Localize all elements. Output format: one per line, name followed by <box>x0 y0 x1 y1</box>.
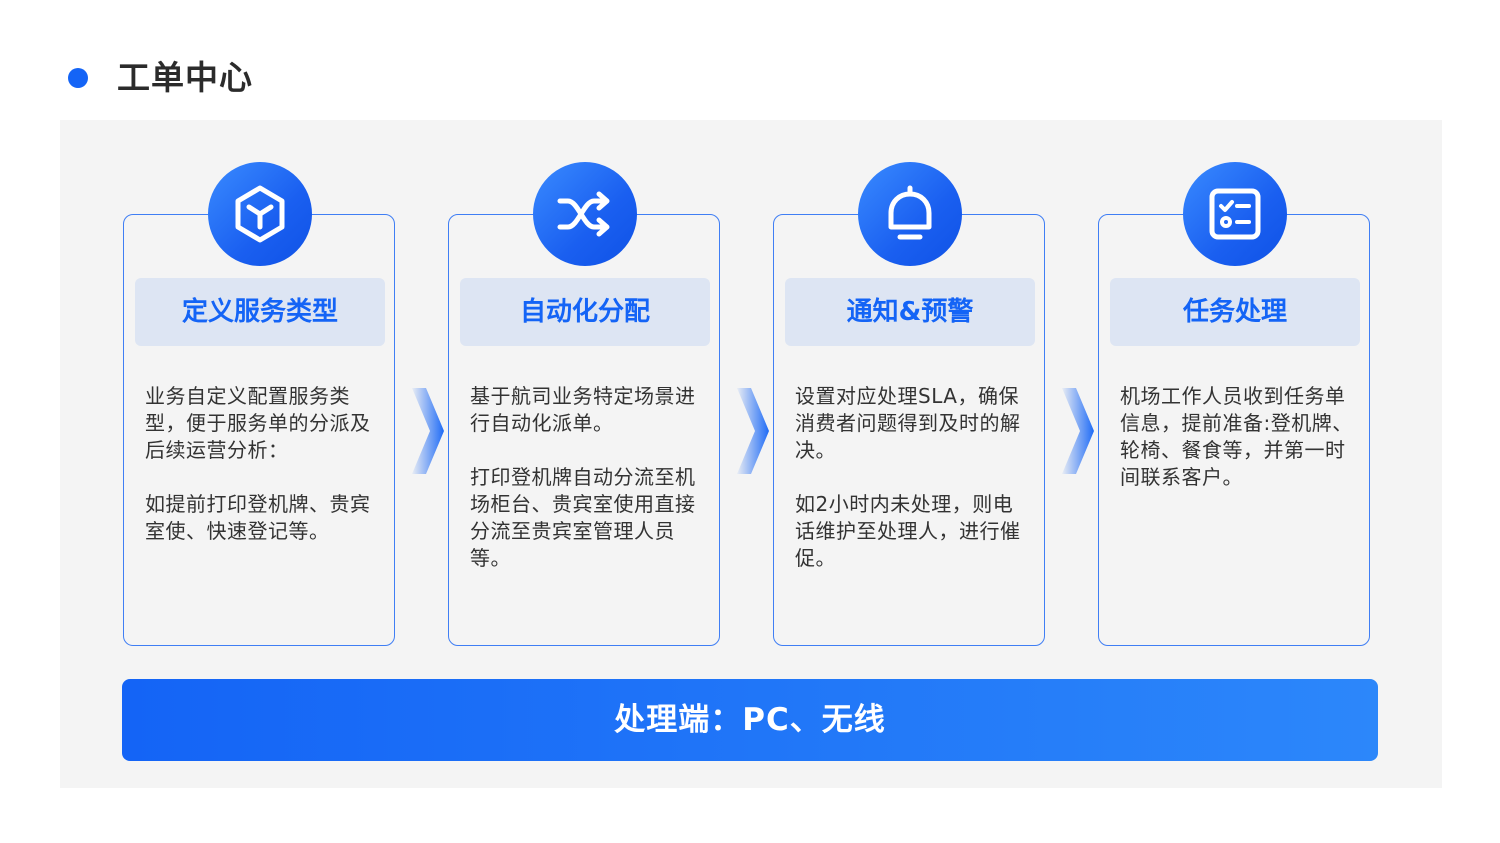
arrow-chevron-icon <box>412 388 444 474</box>
card-description: 机场工作人员收到任务单信息，提前准备:登机牌、轮椅、餐食等，并第一时间联系客户。 <box>1120 383 1356 518</box>
card-description: 设置对应处理SLA，确保消费者问题得到及时的解决。 如2小时内未处理，则电话维护… <box>795 383 1031 599</box>
checklist-icon <box>1183 162 1287 266</box>
card-paragraph: 设置对应处理SLA，确保消费者问题得到及时的解决。 <box>795 384 1021 462</box>
shuffle-icon <box>533 162 637 266</box>
card-description: 基于航司业务特定场景进行自动化派单。 打印登机牌自动分流至机场柜台、贵宾室使用直… <box>470 383 706 599</box>
card-auto-assign: 自动化分配 基于航司业务特定场景进行自动化派单。 打印登机牌自动分流至机场柜台、… <box>448 214 720 646</box>
arrow-chevron-icon <box>737 388 769 474</box>
card-paragraph: 基于航司业务特定场景进行自动化派单。 <box>470 384 696 435</box>
card-paragraph: 机场工作人员收到任务单信息，提前准备:登机牌、轮椅、餐食等，并第一时间联系客户。 <box>1120 384 1353 489</box>
card-notify-alert: 通知&预警 设置对应处理SLA，确保消费者问题得到及时的解决。 如2小时内未处理… <box>773 214 1045 646</box>
card-paragraph: 如2小时内未处理，则电话维护至处理人，进行催促。 <box>795 492 1021 570</box>
card-title: 自动化分配 <box>460 278 710 346</box>
arrow-chevron-icon <box>1062 388 1094 474</box>
card-description: 业务自定义配置服务类型，便于服务单的分派及后续运营分析： 如提前打印登机牌、贵宾… <box>145 383 381 572</box>
bell-icon <box>858 162 962 266</box>
card-title: 通知&预警 <box>785 278 1035 346</box>
platform-banner: 处理端：PC、无线 <box>122 679 1378 761</box>
card-title: 定义服务类型 <box>135 278 385 346</box>
page-title: 工单中心 <box>117 58 253 97</box>
card-paragraph: 业务自定义配置服务类型，便于服务单的分派及后续运营分析： <box>145 384 371 462</box>
card-define-service-type: 定义服务类型 业务自定义配置服务类型，便于服务单的分派及后续运营分析： 如提前打… <box>123 214 395 646</box>
card-paragraph: 打印登机牌自动分流至机场柜台、贵宾室使用直接分流至贵宾室管理人员等。 <box>470 465 696 570</box>
title-bullet-dot <box>68 68 88 88</box>
card-task-processing: 任务处理 机场工作人员收到任务单信息，提前准备:登机牌、轮椅、餐食等，并第一时间… <box>1098 214 1370 646</box>
card-paragraph: 如提前打印登机牌、贵宾室使、快速登记等。 <box>145 492 371 543</box>
cube-icon <box>208 162 312 266</box>
card-title: 任务处理 <box>1110 278 1360 346</box>
